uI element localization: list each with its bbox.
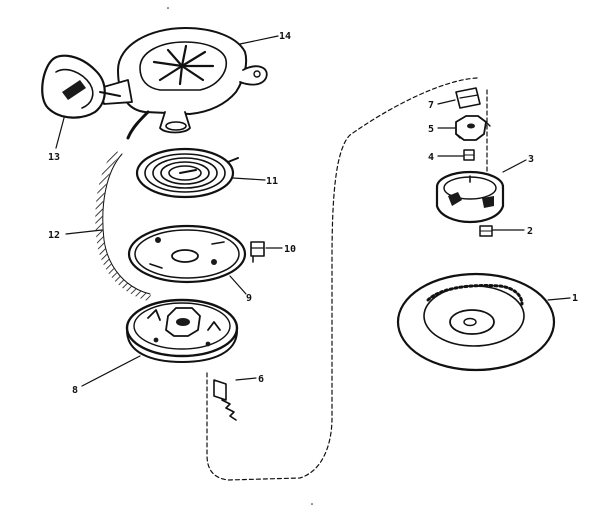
- clip-part-7: [455, 87, 481, 109]
- callout-2: 2: [527, 226, 533, 237]
- callout-1: 1: [572, 293, 578, 304]
- starter-housing-part-14: [99, 27, 268, 134]
- starter-handle-part-13: [41, 54, 121, 119]
- cup-part-3: [435, 170, 505, 224]
- leader-lines: [55, 35, 571, 387]
- screw-part-4: [463, 149, 475, 161]
- callout-4: 4: [428, 152, 434, 163]
- nut-part-5: [455, 115, 491, 141]
- spring-retainer-plate-part-9: [127, 224, 247, 284]
- recoil-spring-part-11: [135, 147, 239, 199]
- callout-3: 3: [528, 154, 534, 165]
- scan-speck: [311, 503, 313, 505]
- screw-part-6: [213, 379, 237, 421]
- starter-rope-part-12: [95, 149, 152, 302]
- callout-8: 8: [72, 385, 78, 396]
- callout-10: 10: [284, 244, 296, 255]
- callout-12: 12: [48, 230, 60, 241]
- rope-outline: [102, 153, 151, 295]
- pulley-part-8: [125, 298, 239, 363]
- callout-7: 7: [428, 100, 434, 111]
- scan-speck: [167, 7, 169, 9]
- callout-5: 5: [428, 124, 434, 135]
- screw-part-10: [250, 241, 265, 263]
- flywheel-screen-part-1: [396, 272, 556, 372]
- callout-6: 6: [258, 374, 264, 385]
- rope-tail: [126, 110, 150, 140]
- callout-9: 9: [246, 293, 252, 304]
- dashed-assembly-line: [206, 77, 478, 481]
- screw-part-2: [479, 225, 493, 237]
- callout-13: 13: [48, 152, 60, 163]
- callout-14: 14: [279, 31, 291, 42]
- callout-11: 11: [266, 176, 278, 187]
